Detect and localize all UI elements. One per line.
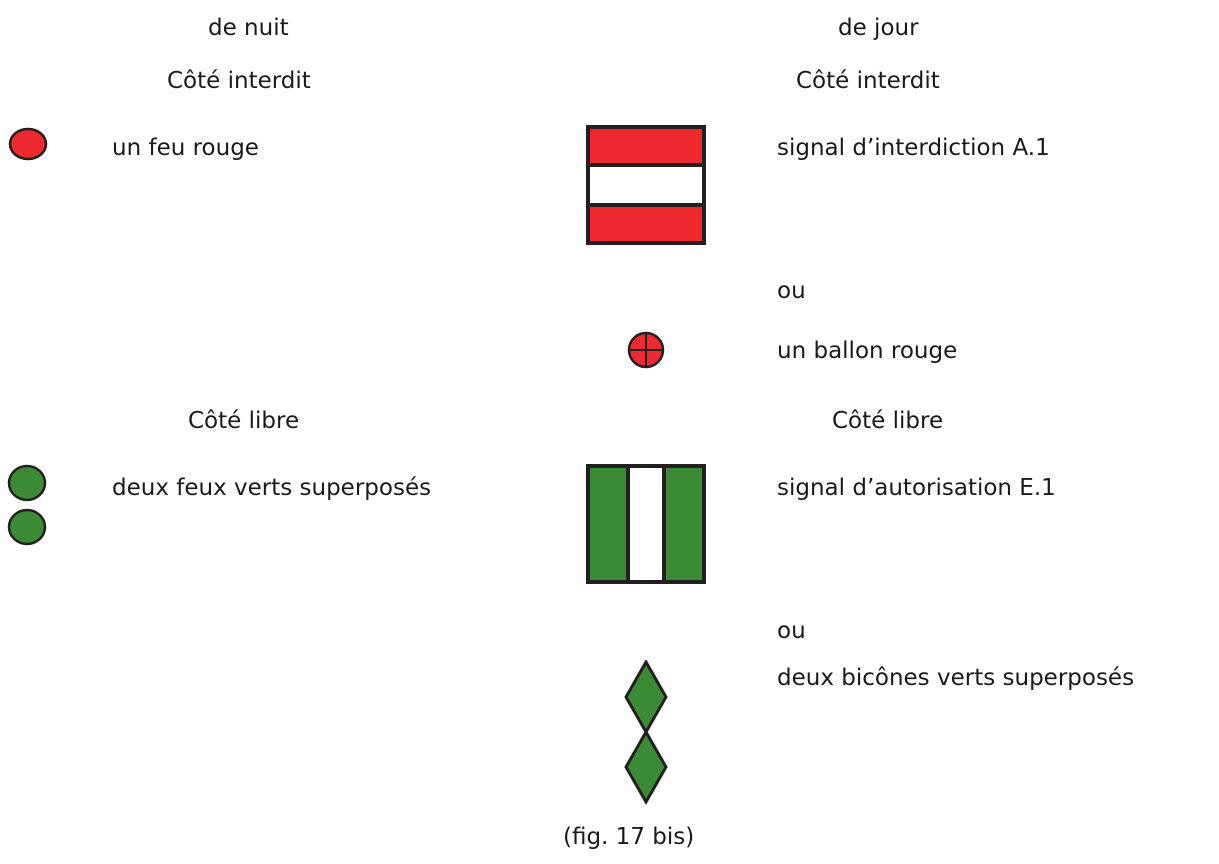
red-light-icon (8, 127, 48, 161)
prohibition-sign-text: signal d’interdiction A.1 (777, 135, 1050, 161)
authorisation-sign-text: signal d’autorisation E.1 (777, 475, 1056, 501)
green-bicones-text: deux bicônes verts superposés (777, 665, 1135, 691)
red-ball-icon (627, 331, 665, 369)
night-heading: de nuit (208, 15, 289, 41)
day-free-label: Côté libre (832, 408, 944, 434)
red-ball-text: un ballon rouge (777, 338, 958, 364)
prohibition-sign-a1-icon (586, 125, 706, 245)
or-text-2: ou (777, 618, 806, 644)
authorisation-sign-e1-icon (586, 464, 706, 584)
day-heading: de jour (838, 15, 919, 41)
green-lights-icon (7, 464, 47, 546)
green-bicones-icon (624, 660, 668, 806)
figure-caption: (fig. 17 bis) (563, 824, 695, 850)
or-text-1: ou (777, 278, 806, 304)
night-forbidden-label: Côté interdit (167, 68, 311, 94)
day-forbidden-label: Côté interdit (796, 68, 940, 94)
night-free-label: Côté libre (188, 408, 300, 434)
green-lights-text: deux feux verts superposés (112, 475, 432, 501)
red-light-text: un feu rouge (112, 135, 259, 161)
